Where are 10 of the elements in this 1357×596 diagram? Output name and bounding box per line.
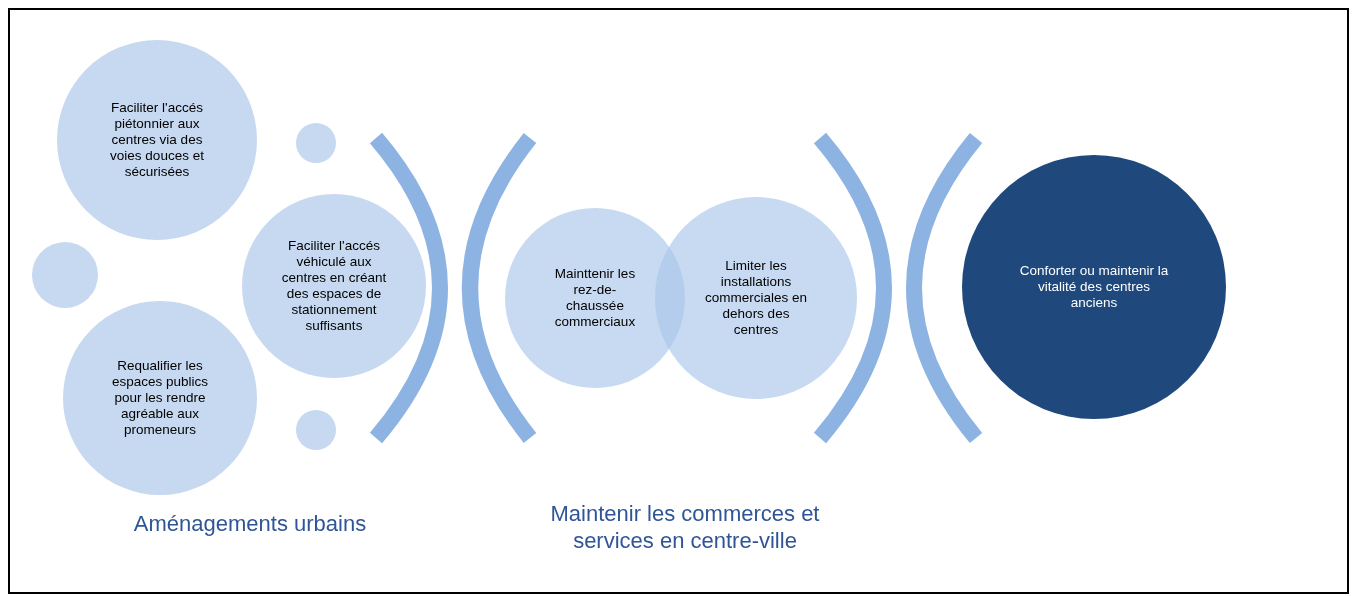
group-caption: Maintenir les commerces et services en centre-ville [549, 500, 821, 554]
node-text: Requalifier les espaces publics pour les rendre agréable aux promeneurs [110, 358, 210, 438]
small-circle [296, 410, 336, 450]
node-text: Limiter les installations commerciales en dehors des centres [703, 258, 808, 338]
small-circle [296, 123, 336, 163]
node-text: Faciliter l'accés piétonnier aux centres via des voies douces et sécurisées [109, 100, 205, 180]
group-caption: Aménagements urbains [132, 510, 368, 537]
node-text: Mainttenir les rez-de-chaussée commerciaux [553, 266, 637, 330]
node-text: Conforter ou maintenir la vitalité des centres anciens [1018, 263, 1170, 311]
node-text: Faciliter l'accés véhiculé aux centres en créant des espaces de stationnement suffisants [280, 238, 388, 334]
